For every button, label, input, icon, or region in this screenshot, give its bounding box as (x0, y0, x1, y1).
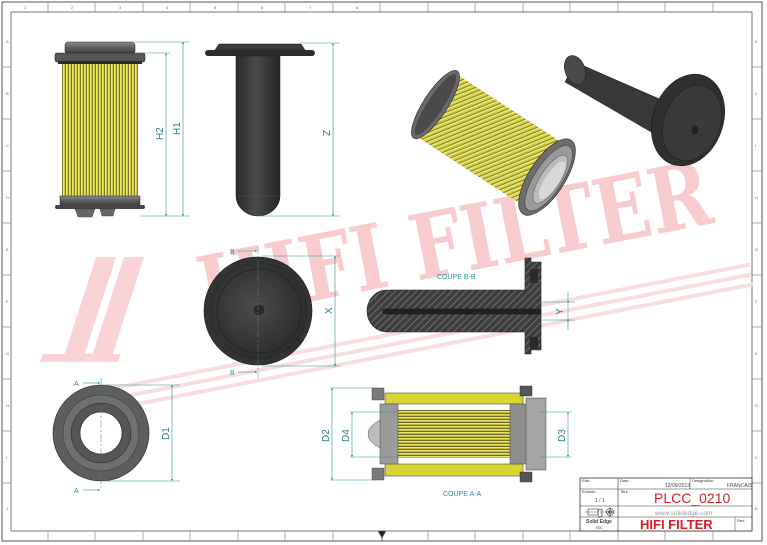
zone-ticks-bottom (47, 530, 714, 541)
dim-h1: H1 (172, 122, 183, 135)
title-block: Etat : Date : 12/09/2013 Designation : F… (579, 477, 753, 532)
section-mark-a-top: A (74, 381, 79, 388)
view-section-aa: D2 D4 D3 COUPE A-A (321, 385, 572, 498)
svg-text:B: B (755, 506, 758, 511)
view-end-core: B B X (203, 246, 340, 378)
svg-text:A: A (6, 39, 9, 44)
svg-text:8: 8 (356, 5, 359, 10)
dim-x: X (324, 307, 335, 314)
view-front-core: Z (205, 42, 340, 217)
svg-text:C: C (755, 455, 758, 460)
svg-text:K: K (755, 39, 758, 44)
date-label: Date : (620, 478, 631, 483)
zone-ticks-top (47, 3, 714, 12)
svg-text:J: J (6, 506, 8, 511)
svg-text:F: F (755, 299, 758, 304)
revision-label: Rev : (737, 518, 746, 523)
svg-text:H: H (6, 403, 9, 408)
dim-h2: H2 (155, 127, 166, 140)
svg-text:I: I (6, 455, 7, 460)
view-iso-filter (411, 70, 576, 216)
svg-text:B: B (6, 91, 9, 96)
svg-text:4: 4 (166, 5, 169, 10)
svg-text:G: G (6, 351, 9, 356)
section-mark-b-top: B (230, 249, 235, 256)
scale-value: 1 / 1 (595, 498, 605, 504)
dim-y: Y (555, 308, 566, 315)
designation-label: Designation : (692, 478, 715, 483)
svg-text:2: 2 (71, 5, 74, 10)
software-name: Solid Edge (586, 519, 612, 525)
section-aa-title: COUPE A-A (443, 491, 481, 498)
svg-text:7: 7 (309, 5, 312, 10)
state-label: Etat : (582, 478, 591, 483)
svg-text:E: E (755, 351, 758, 356)
website-text: www.solidedge.com (654, 510, 712, 517)
part-code: PLCC_0210 (654, 490, 730, 506)
svg-text:F: F (6, 299, 9, 304)
zone-labels: 1 2 3 4 5 6 7 8 A B C D E F G H I J K J I H G F E D C… (6, 5, 758, 511)
language-value: FRANCAIS (727, 483, 753, 489)
section-mark-a-bottom: A (74, 488, 79, 495)
zone-ticks-left (2, 66, 11, 484)
date-value: 12/09/2013 (665, 483, 690, 489)
section-mark-b-bottom: B (230, 370, 235, 377)
software-sub: ISC (596, 525, 603, 530)
scale-label: Echelle : (582, 489, 597, 494)
dim-d4: D4 (341, 429, 352, 442)
dim-d3: D3 (557, 429, 568, 442)
dim-z: Z (322, 130, 333, 136)
svg-text:C: C (6, 143, 9, 148)
section-bb-title: COUPE B-B (437, 274, 476, 281)
view-iso-core (564, 55, 725, 167)
svg-text:G: G (755, 247, 758, 252)
svg-text:6: 6 (261, 5, 264, 10)
view-end-filter: A A D1 (52, 378, 180, 495)
dim-d2: D2 (321, 429, 332, 442)
projection-symbol-icon (585, 507, 615, 518)
svg-text:D: D (6, 195, 9, 200)
svg-text:H: H (755, 195, 758, 200)
view-section-bb: COUPE B-B Y (366, 257, 575, 355)
svg-text:5: 5 (214, 5, 217, 10)
svg-text:1: 1 (24, 5, 27, 10)
svg-text:E: E (6, 247, 9, 252)
svg-text:3: 3 (119, 5, 122, 10)
brand-name: HIFI FILTER (640, 517, 713, 532)
svg-text:I: I (755, 143, 756, 148)
view-front-filter: H2 H1 (54, 41, 190, 218)
title-label: Titre : (620, 489, 630, 494)
dim-d1: D1 (161, 427, 172, 440)
zone-ticks-right (752, 66, 762, 484)
svg-text:J: J (755, 91, 757, 96)
svg-text:D: D (755, 403, 758, 408)
